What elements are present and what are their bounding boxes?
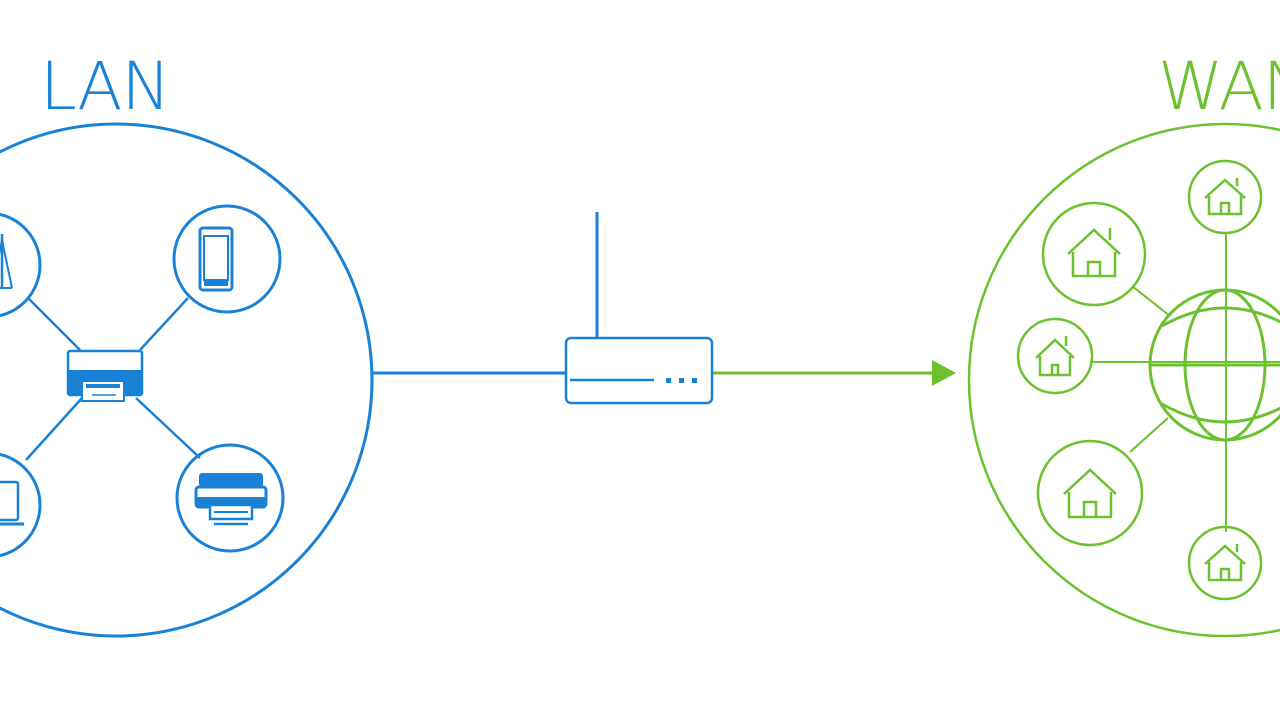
wan-network — [967, 122, 1280, 638]
lan-label: LAN — [40, 48, 171, 125]
uplink — [372, 360, 956, 386]
arrow-head-icon — [932, 360, 956, 386]
laptop-icon — [0, 452, 42, 558]
house-icon — [1016, 317, 1094, 395]
wan-circle — [967, 122, 1280, 638]
switch-icon — [66, 349, 144, 402]
printer-icon — [175, 443, 285, 553]
lan-circle — [0, 122, 374, 638]
lan-network — [0, 122, 374, 638]
tower-icon — [0, 212, 42, 318]
globe-icon — [1148, 288, 1280, 442]
house-icon — [1041, 201, 1147, 307]
house-icon — [1036, 439, 1144, 547]
phone-icon — [172, 204, 282, 314]
lan-links — [25, 297, 201, 461]
wan-label: WAN — [1158, 48, 1280, 125]
house-icon — [1187, 525, 1263, 601]
router-icon — [564, 212, 714, 405]
house-icon — [1187, 159, 1263, 235]
